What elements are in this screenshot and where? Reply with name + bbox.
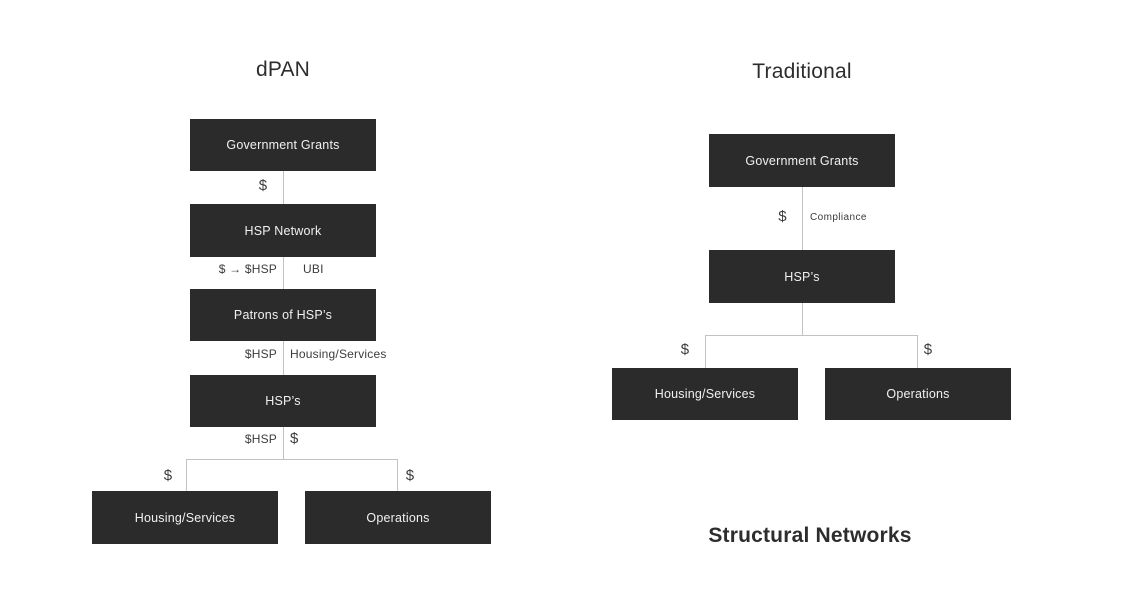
traditional-title: Traditional bbox=[752, 60, 852, 83]
edge-label-dollar: $ bbox=[680, 341, 690, 358]
connector-line bbox=[283, 427, 284, 459]
edge-label-hsp-token: $HSP bbox=[244, 347, 277, 361]
edge-label-housing-services: Housing/Services bbox=[290, 347, 387, 361]
connector-line bbox=[283, 341, 284, 375]
edge-label-dollar: $ bbox=[778, 208, 787, 225]
caption-structural-networks: Structural Networks bbox=[708, 524, 912, 547]
edge-label-hsp-token: $HSP bbox=[244, 432, 277, 446]
dpan-node-housing-services: Housing/Services bbox=[92, 491, 278, 544]
edge-label-mint: $ → $HSP bbox=[218, 262, 277, 276]
dpan-title: dPAN bbox=[255, 58, 311, 81]
connector-line bbox=[802, 187, 803, 250]
dpan-node-hsps: HSP’s bbox=[190, 375, 376, 427]
dpan-node-operations: Operations bbox=[305, 491, 491, 544]
dpan-node-patrons-of-hsps: Patrons of HSP’s bbox=[190, 289, 376, 341]
traditional-node-hsps: HSP’s bbox=[709, 250, 895, 303]
connector-line bbox=[186, 459, 187, 491]
connector-line bbox=[186, 459, 398, 460]
dpan-node-government-grants: Government Grants bbox=[190, 119, 376, 171]
edge-label-dollar: $ bbox=[290, 430, 299, 447]
connector-line bbox=[397, 459, 398, 491]
traditional-node-housing-services: Housing/Services bbox=[612, 368, 798, 420]
connector-line bbox=[283, 171, 284, 204]
edge-label-dollar: $ bbox=[163, 467, 173, 484]
edge-label-dollar: $ bbox=[405, 467, 415, 484]
edge-label-ubi: UBI bbox=[303, 262, 324, 276]
dpan-node-hsp-network: HSP Network bbox=[190, 204, 376, 257]
edge-label-dollar: $ bbox=[923, 341, 933, 358]
connector-line bbox=[917, 335, 918, 368]
traditional-node-operations: Operations bbox=[825, 368, 1011, 420]
edge-label-dollar: $ bbox=[258, 177, 268, 194]
connector-line bbox=[802, 303, 803, 335]
connector-line bbox=[705, 335, 918, 336]
edge-label-compliance: Compliance bbox=[810, 212, 867, 223]
connector-line bbox=[705, 335, 706, 368]
traditional-node-government-grants: Government Grants bbox=[709, 134, 895, 187]
connector-line bbox=[283, 257, 284, 289]
